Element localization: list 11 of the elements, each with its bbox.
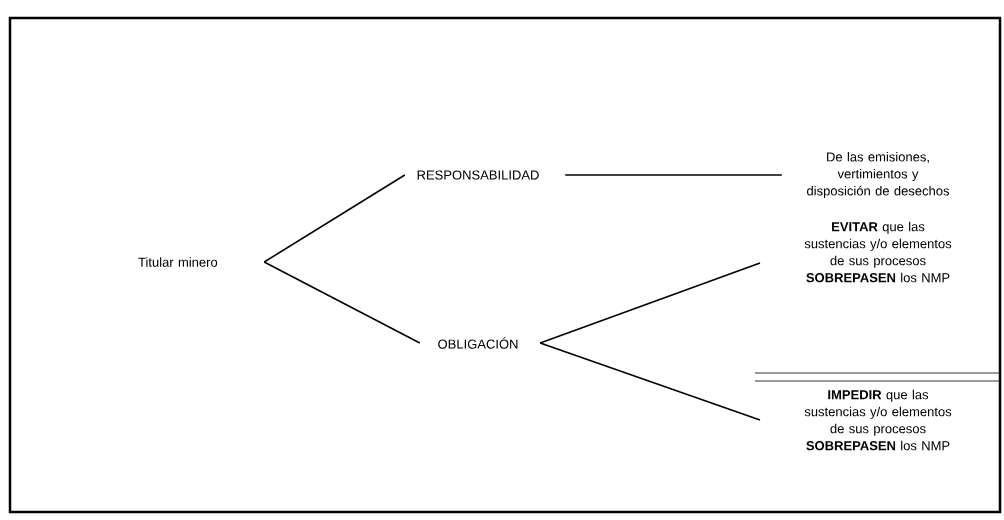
branch-line <box>564 174 783 176</box>
node-text: Titular minero <box>138 257 218 267</box>
branch-line <box>263 261 421 344</box>
branch-line <box>539 262 761 344</box>
node-text: IMPEDIR que las sustencias y/o elementos de sus procesos SOBREPASEN los NMP <box>804 389 952 451</box>
node-text: OBLIGACIÓN <box>438 337 518 349</box>
node-text: EVITAR que las sustencias y/o elementos de sus procesos SOBREPASEN los NMP <box>804 221 952 283</box>
node-text: De las emisiones, vertimientos y disposición de desechos <box>807 151 950 199</box>
branch-line <box>539 342 761 421</box>
branch-line <box>263 174 406 263</box>
node-text: RESPONSABILIDAD <box>417 170 539 180</box>
